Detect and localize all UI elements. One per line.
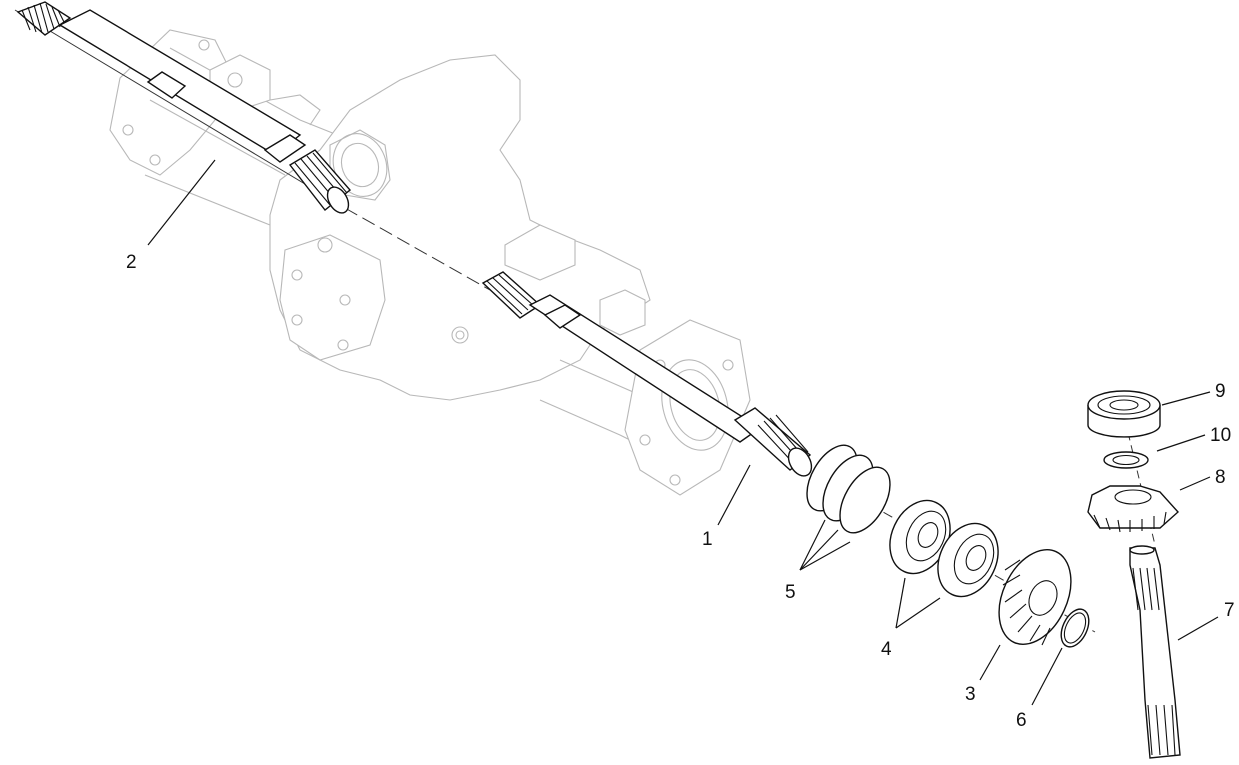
leader-line-10 bbox=[1156, 434, 1206, 452]
callout-8: 8 bbox=[1215, 467, 1226, 488]
ball-bearings bbox=[889, 499, 999, 598]
leader-line-2 bbox=[147, 159, 216, 246]
bevel-gear bbox=[998, 549, 1072, 646]
leader-line-5a bbox=[799, 519, 826, 571]
pinion-bearing bbox=[1087, 390, 1161, 438]
leader-lines bbox=[147, 159, 1219, 706]
leader-line-9 bbox=[1161, 391, 1211, 406]
leader-line-7 bbox=[1177, 616, 1219, 641]
washer bbox=[1103, 451, 1149, 469]
callout-labels: 2 1 5 4 3 6 7 8 9 10 bbox=[126, 252, 1235, 731]
callout-10: 10 bbox=[1210, 425, 1231, 446]
leader-line-4b bbox=[895, 597, 941, 629]
callout-5: 5 bbox=[785, 582, 796, 603]
callout-4: 4 bbox=[881, 639, 892, 660]
callout-7: 7 bbox=[1224, 600, 1235, 621]
snap-rings bbox=[806, 444, 891, 534]
callout-3: 3 bbox=[965, 684, 976, 705]
pinion-shaft bbox=[1129, 545, 1181, 759]
right-axle-shaft bbox=[481, 271, 813, 477]
leader-line-1 bbox=[717, 464, 751, 526]
callout-9: 9 bbox=[1215, 381, 1226, 402]
leader-line-6 bbox=[1031, 647, 1063, 706]
callout-2: 2 bbox=[126, 252, 137, 273]
retaining-ring bbox=[1060, 608, 1090, 648]
callout-6: 6 bbox=[1016, 710, 1027, 731]
leader-line-5c bbox=[799, 541, 851, 571]
leader-line-3 bbox=[979, 644, 1001, 681]
leader-line-8 bbox=[1179, 476, 1211, 491]
callout-1: 1 bbox=[702, 529, 713, 550]
leader-line-4a bbox=[895, 577, 906, 629]
left-axle-shaft bbox=[16, 1, 352, 214]
pinion-gear bbox=[1087, 485, 1179, 533]
leader-line-5b bbox=[799, 529, 839, 571]
